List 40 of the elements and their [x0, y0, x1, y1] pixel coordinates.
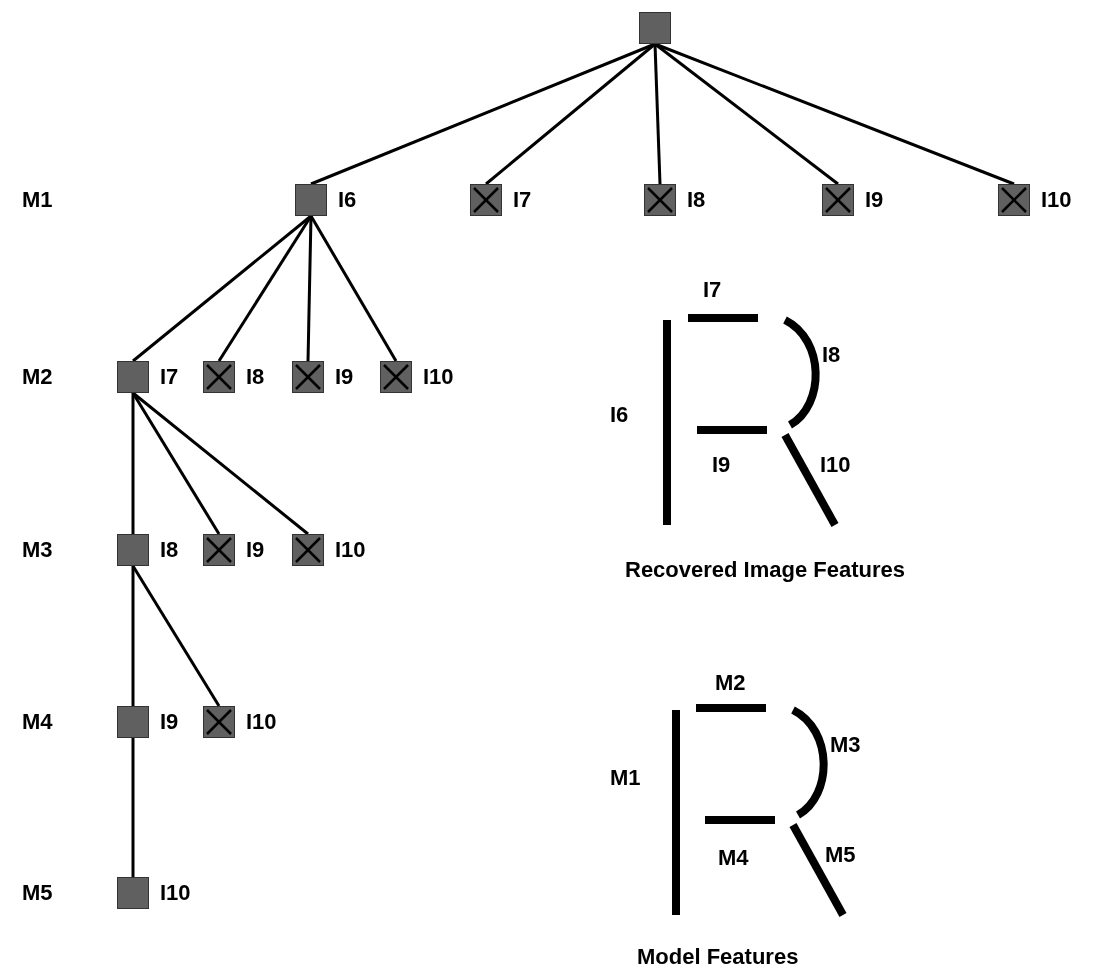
node-label: I8	[160, 537, 179, 563]
node-label: I9	[246, 537, 265, 563]
node-label: I10	[423, 364, 454, 390]
node-label: I8	[246, 364, 265, 390]
connector-line	[131, 566, 135, 706]
figure-caption: Recovered Image Features	[625, 556, 907, 584]
node-label: I8	[687, 187, 706, 213]
segment-label: M3	[830, 732, 861, 758]
segment-label: M4	[718, 845, 749, 871]
connector-line	[132, 214, 312, 363]
segment-label: M2	[715, 670, 746, 696]
row-label: M2	[22, 364, 53, 390]
segment-label: M1	[610, 765, 641, 791]
segment-label: I10	[820, 452, 851, 478]
figure-caption: Model Features	[637, 943, 800, 970]
node-label: I10	[1041, 187, 1072, 213]
segment-label: I9	[712, 452, 731, 478]
row-label: M3	[22, 537, 53, 563]
connector-line	[131, 738, 135, 877]
row-label: M1	[22, 187, 53, 213]
connector-line	[131, 565, 221, 707]
row-label: M5	[22, 880, 53, 906]
node-label: I9	[160, 709, 179, 735]
connector-line	[131, 393, 135, 534]
node-label: I10	[160, 880, 191, 906]
segment-label: I8	[822, 342, 841, 368]
segment-label: M5	[825, 842, 856, 868]
node-label: I9	[335, 364, 354, 390]
node-label: I7	[513, 187, 532, 213]
segment-label: I6	[610, 402, 629, 428]
segment-label: I7	[703, 277, 722, 303]
node-label: I6	[338, 187, 357, 213]
connector-line	[309, 215, 398, 362]
connector-line	[653, 43, 662, 185]
row-label: M4	[22, 709, 53, 735]
node-label: I10	[335, 537, 366, 563]
connector-line	[132, 391, 309, 536]
node-label: I7	[160, 364, 179, 390]
node-label: I10	[246, 709, 277, 735]
node-label: I9	[865, 187, 884, 213]
